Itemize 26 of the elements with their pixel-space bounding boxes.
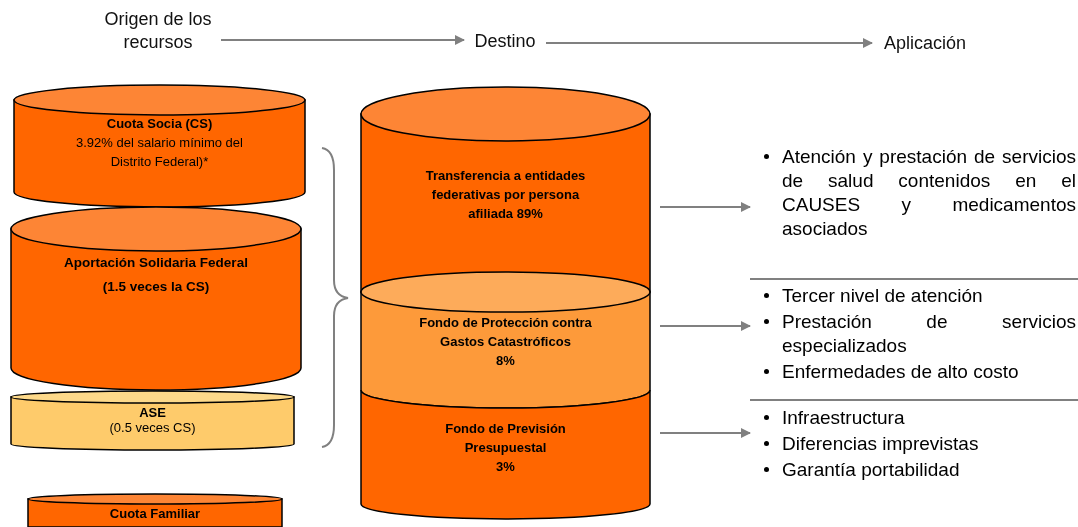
arrow	[546, 38, 873, 48]
bullet-item: Enfermedades de alto costo	[750, 360, 1076, 384]
segment-title: Cuota Socia (CS)	[105, 115, 214, 133]
segment-title: ASE	[138, 406, 167, 421]
segment-title: Transferencia a entidades federativas por persona afiliada 89%	[424, 167, 587, 223]
segment-title: Fondo de Previsión Presupuestal	[444, 420, 567, 457]
bullet-item: Tercer nivel de atención	[750, 284, 1076, 308]
segment-title: Aportación Solidaria Federal (1.5 veces la CS)	[63, 254, 249, 296]
column-heading: Origen de los recursos	[99, 8, 217, 58]
bullet-item: Atención y prestación de servicios de salud contenidos en el CAUSES y medicamentos asociados	[750, 145, 1076, 241]
column-heading: Destino	[468, 30, 542, 54]
column-heading: Aplicación	[876, 32, 974, 56]
arrow	[660, 321, 751, 331]
arrow	[660, 428, 751, 438]
bullet-item: Garantía portabilidad	[750, 458, 1076, 482]
arrow	[660, 202, 751, 212]
bullet-item: Diferencias imprevistas	[750, 432, 1076, 456]
bullet-item: Infraestructura	[750, 406, 1076, 430]
segment-title: Cuota Familiar	[108, 505, 202, 523]
segment-detail: 3.92% del salario mínimo del Distrito Federal)*	[75, 133, 244, 171]
segment-detail: 8%	[495, 351, 516, 370]
segment-detail: (0.5 veces CS)	[108, 420, 197, 436]
segment-title: Fondo de Protección contra Gastos Catastróficos	[418, 314, 593, 351]
segment-detail: 3%	[495, 457, 516, 476]
bullet-item: Prestación de servicios especializados	[750, 310, 1076, 358]
arrow	[221, 35, 465, 45]
